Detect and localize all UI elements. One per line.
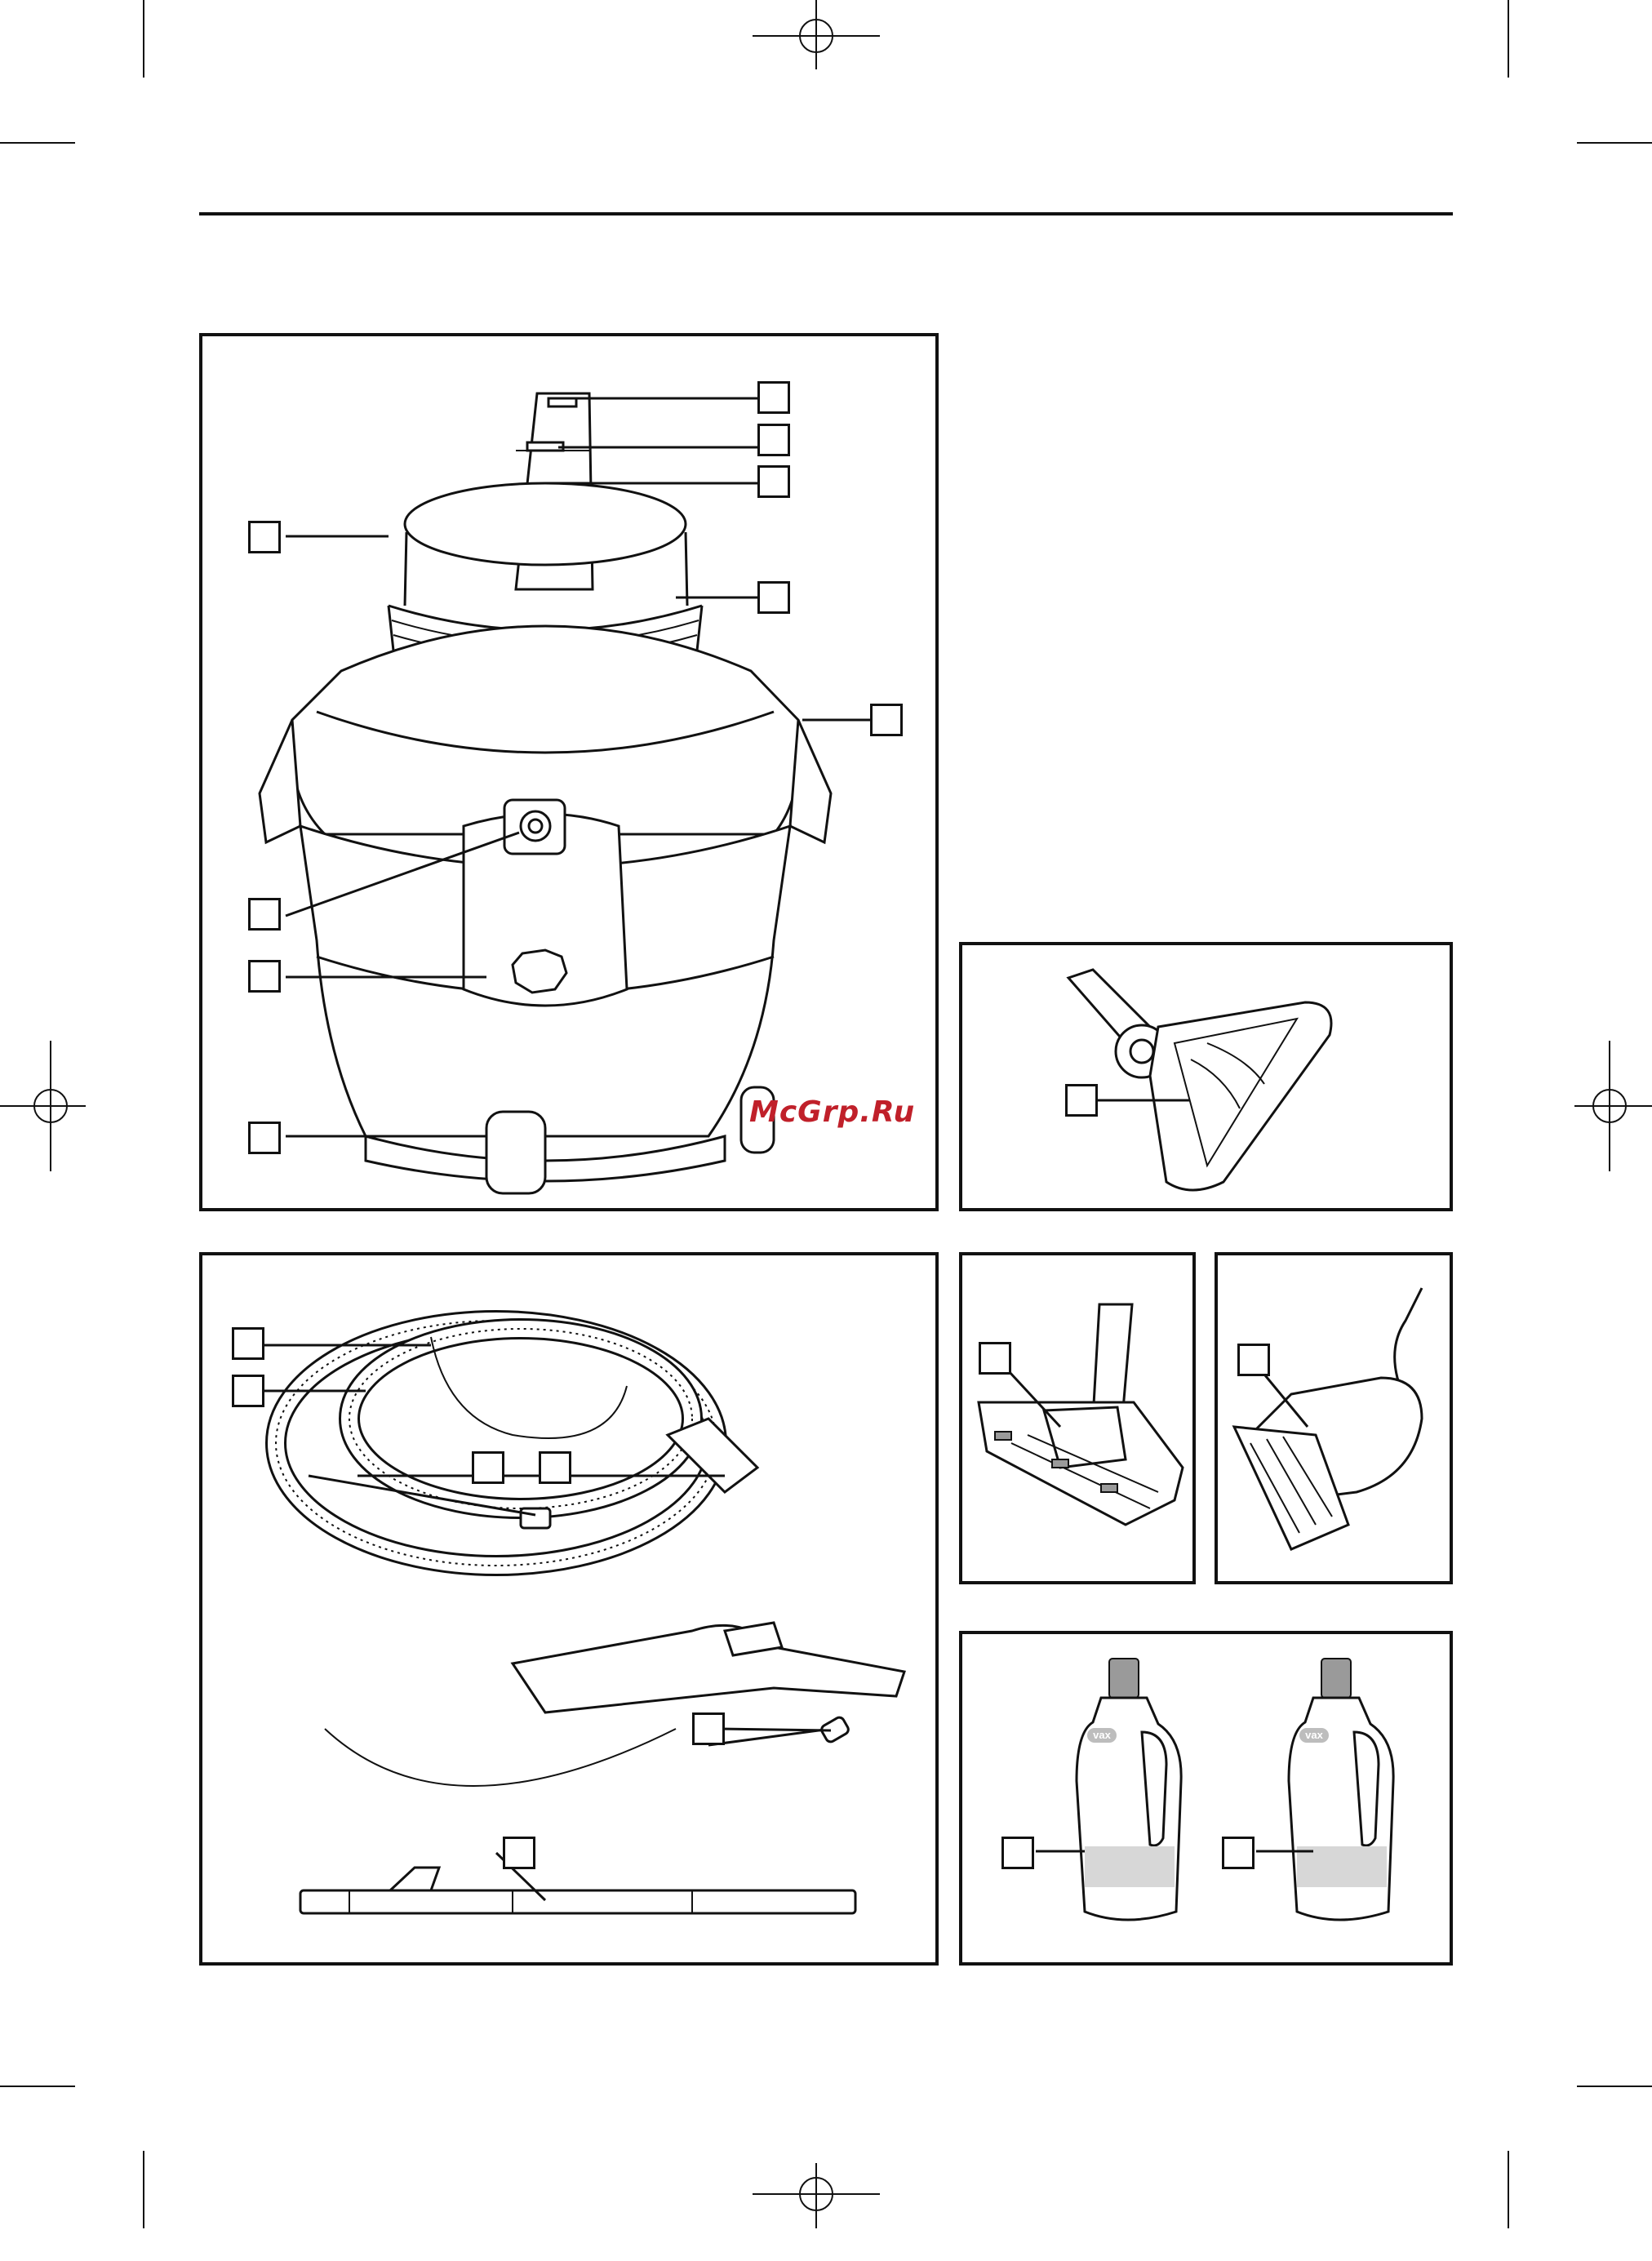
callout-connector-a (472, 1451, 504, 1484)
callout-extension-wand (503, 1837, 535, 1869)
registration-mark-right (1562, 1024, 1652, 1188)
carpet-tool-illustration (962, 1255, 1199, 1588)
callout-handle (757, 465, 790, 498)
callout-bottle-2 (1222, 1837, 1255, 1869)
callout-floor-tool (1065, 1084, 1098, 1117)
bottles-illustration (962, 1634, 1456, 1969)
callout-thread-ring (757, 581, 790, 614)
callout-hose (232, 1327, 264, 1360)
registration-mark-left (0, 1024, 98, 1188)
watermark: McGrp.Ru (749, 1095, 915, 1129)
callout-handle-top (757, 381, 790, 414)
hose-illustration (202, 1255, 942, 1969)
upholstery-tool-illustration (1218, 1255, 1456, 1588)
callout-handle-button (757, 424, 790, 456)
registration-mark-bottom (735, 2147, 898, 2261)
bottle-logo-2: vax (1299, 1728, 1329, 1743)
callout-power-button (248, 898, 281, 931)
vacuum-body-panel: McGrp.Ru (199, 333, 939, 1211)
callout-castor-wheel (248, 1122, 281, 1154)
solution-bottles-panel: vax vax (959, 1631, 1453, 1966)
callout-solution-tube (232, 1375, 264, 1407)
carpet-tool-panel (959, 1252, 1196, 1584)
bottle-logo-1: vax (1087, 1728, 1117, 1743)
upholstery-tool-panel (1215, 1252, 1453, 1584)
header-rule (199, 212, 1453, 215)
hose-panel (199, 1252, 939, 1966)
callout-bottle-1 (1001, 1837, 1034, 1869)
callout-hose-socket (248, 960, 281, 993)
callout-upholstery-tool (1237, 1344, 1270, 1376)
floor-tool-panel (959, 942, 1453, 1211)
callout-connector-b (539, 1451, 571, 1484)
callout-lid (248, 521, 281, 553)
callout-spray-lance (692, 1712, 725, 1745)
registration-mark-top (735, 0, 898, 106)
callout-side-clip (870, 704, 903, 736)
vacuum-illustration (202, 336, 942, 1215)
floor-tool-illustration (962, 945, 1456, 1215)
callout-carpet-tool (979, 1342, 1011, 1375)
